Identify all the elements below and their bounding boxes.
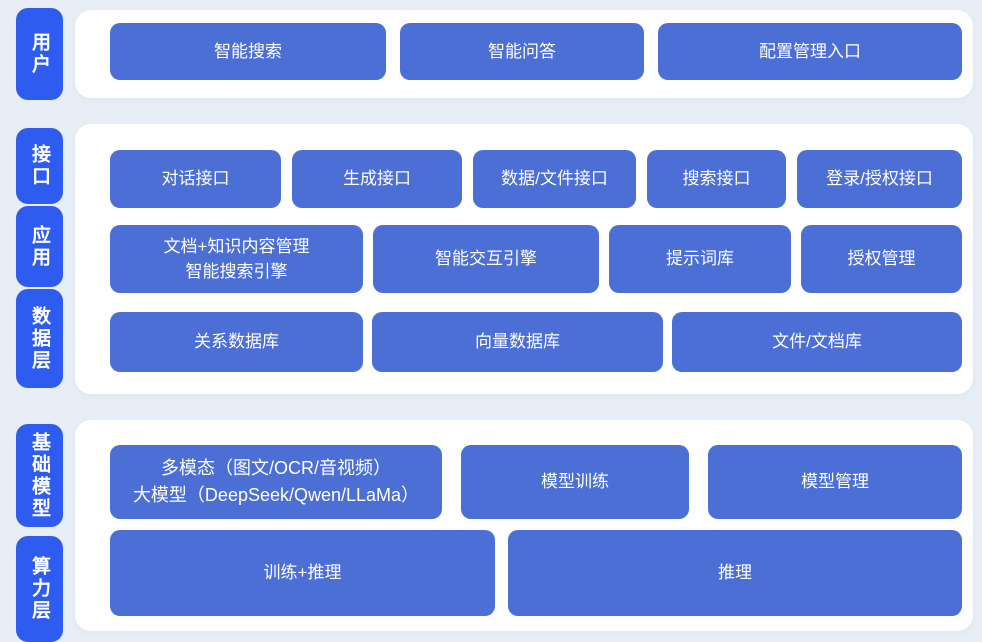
block-auth-management: 授权管理 — [801, 225, 962, 293]
block-inference: 推理 — [508, 530, 962, 616]
block-search-api: 搜索接口 — [647, 150, 786, 208]
layer-label-interface: 接口 — [16, 128, 63, 204]
layer-label-user-text: 用户 — [29, 32, 50, 76]
block-relational-db: 关系数据库 — [110, 312, 363, 372]
block-smart-search: 智能搜索 — [110, 23, 386, 80]
layer-label-application-text: 应用 — [29, 224, 50, 269]
block-smart-qa: 智能问答 — [400, 23, 644, 80]
layer-label-data-layer: 数据层 — [16, 289, 63, 388]
block-model-management: 模型管理 — [708, 445, 962, 519]
block-prompt-library: 提示词库 — [609, 225, 791, 293]
panel-user-layer: 智能搜索 智能问答 配置管理入口 — [75, 10, 973, 98]
base-model-row: 多模态（图文/OCR/音视频） 大模型（DeepSeek/Qwen/LLaMa）… — [110, 445, 962, 519]
block-file-doc-store: 文件/文档库 — [672, 312, 962, 372]
block-vector-db: 向量数据库 — [372, 312, 663, 372]
block-smart-interaction-engine: 智能交互引擎 — [373, 225, 599, 293]
block-config-admin-entry: 配置管理入口 — [658, 23, 962, 80]
block-data-file-api: 数据/文件接口 — [473, 150, 636, 208]
layer-label-compute-layer: 算力层 — [16, 536, 63, 642]
layer-label-base-model-text: 基础模型 — [29, 431, 50, 520]
compute-layer-row: 训练+推理 推理 — [110, 530, 962, 616]
application-row: 文档+知识内容管理 智能搜索引擎 智能交互引擎 提示词库 授权管理 — [110, 225, 962, 293]
layer-label-base-model: 基础模型 — [16, 424, 63, 527]
data-layer-row: 关系数据库 向量数据库 文件/文档库 — [110, 312, 962, 372]
block-training-plus-inference: 训练+推理 — [110, 530, 495, 616]
panel-interface-application-data: 对话接口 生成接口 数据/文件接口 搜索接口 登录/授权接口 文档+知识内容管理… — [75, 124, 973, 394]
block-login-auth-api: 登录/授权接口 — [797, 150, 962, 208]
layer-label-user: 用户 — [16, 8, 63, 100]
block-dialog-api: 对话接口 — [110, 150, 281, 208]
layer-label-data-layer-text: 数据层 — [29, 305, 50, 372]
layer-label-interface-text: 接口 — [29, 144, 50, 188]
block-doc-knowledge-search-engine: 文档+知识内容管理 智能搜索引擎 — [110, 225, 363, 293]
interface-row: 对话接口 生成接口 数据/文件接口 搜索接口 登录/授权接口 — [110, 150, 962, 208]
block-model-training: 模型训练 — [461, 445, 689, 519]
panel-base-model-compute: 多模态（图文/OCR/音视频） 大模型（DeepSeek/Qwen/LLaMa）… — [75, 420, 973, 631]
user-layer-row: 智能搜索 智能问答 配置管理入口 — [110, 23, 962, 80]
layer-label-compute-layer-text: 算力层 — [29, 556, 50, 622]
block-multimodal-large-model: 多模态（图文/OCR/音视频） 大模型（DeepSeek/Qwen/LLaMa） — [110, 445, 442, 519]
layer-label-application: 应用 — [16, 206, 63, 287]
block-generation-api: 生成接口 — [292, 150, 462, 208]
